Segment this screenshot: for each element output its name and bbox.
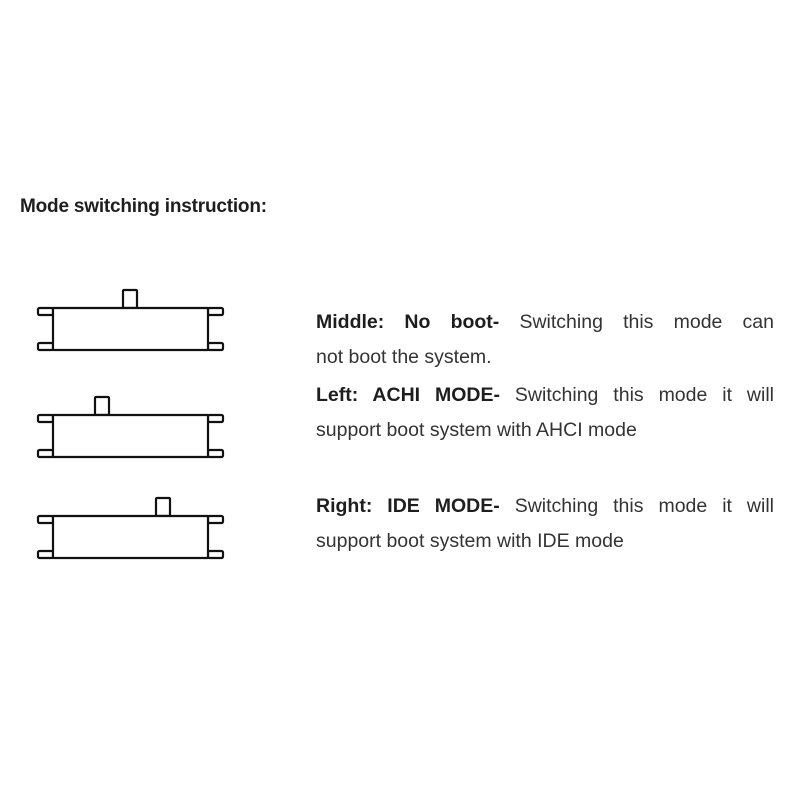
mode-text: Switching this mode can	[499, 311, 774, 333]
description-right: Right: IDE MODE- Switching this mode it …	[316, 489, 774, 559]
description-left: Left: ACHI MODE- Switching this mode it …	[316, 378, 774, 448]
description-line: Left: ACHI MODE- Switching this mode it …	[316, 378, 774, 413]
mode-label: Left: ACHI MODE-	[316, 384, 501, 406]
description-line: not boot the system.	[316, 346, 492, 368]
slide-switch-right-icon	[36, 496, 225, 560]
slide-switch-left-icon	[36, 395, 225, 459]
description-line: Middle: No boot- Switching this mode can	[316, 305, 774, 340]
switch-diagram-left	[0, 385, 240, 475]
mode-text: Switching this mode it will	[500, 384, 775, 406]
mode-label: Right: IDE MODE-	[316, 495, 500, 517]
description-middle: Middle: No boot- Switching this mode can…	[316, 305, 774, 375]
slide-switch-middle-icon	[36, 288, 225, 352]
switch-diagram-right	[0, 490, 240, 580]
description-line: support boot system with AHCI mode	[316, 419, 637, 441]
mode-label: Middle: No boot-	[316, 311, 500, 333]
mode-text: Switching this mode it will	[499, 495, 774, 517]
switch-diagram-middle	[0, 280, 240, 370]
description-line: Right: IDE MODE- Switching this mode it …	[316, 489, 774, 524]
description-line: support boot system with IDE mode	[316, 530, 624, 552]
page-title: Mode switching instruction:	[20, 196, 267, 217]
